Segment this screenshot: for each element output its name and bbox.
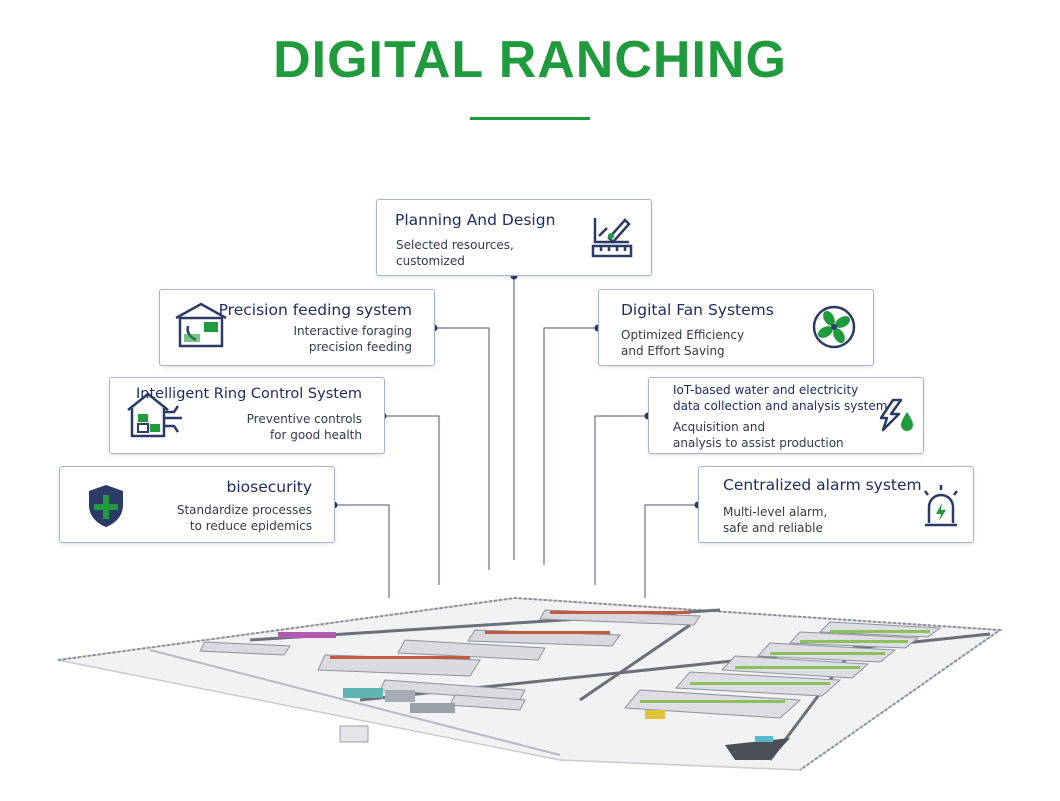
card-heading: Precision feeding system [218,301,412,319]
card-description-line1: Selected resources, [396,238,514,252]
card-description-line2: safe and reliable [723,521,823,535]
card-ring-control[interactable]: Intelligent Ring Control System Preventi… [109,377,385,454]
card-description-line1: Standardize processes [176,503,312,517]
pink-building [278,632,336,638]
card-biosecurity[interactable]: biosecurity Standardize processes to red… [59,466,335,543]
fan-icon [812,305,856,349]
card-description-line2: for good health [269,428,362,442]
card-heading-line2: data collection and analysis system [673,399,888,413]
card-heading: Digital Fan Systems [621,301,774,319]
card-heading: biosecurity [226,478,312,496]
card-heading: Planning And Design [395,211,556,229]
card-heading: Intelligent Ring Control System [136,386,362,402]
card-description-line2: analysis to assist production [673,436,844,450]
card-description-line1: Acquisition and [673,420,766,434]
card-centralized-alarm[interactable]: Centralized alarm system Multi-level ala… [698,466,974,543]
card-description-line1: Preventive controls [246,412,362,426]
card-heading-line1: IoT-based water and electricity [673,383,859,397]
barn-accents [330,611,690,659]
water-electricity-icon [879,398,913,432]
card-description-line1: Multi-level alarm, [723,505,828,519]
page-title: DIGITAL RANCHING [273,31,787,89]
facility-blocks [339,688,773,743]
card-description-line2: precision feeding [308,340,412,354]
shield-cross-icon [89,485,123,527]
card-planning-design[interactable]: Planning And Design Selected resources, … [376,199,652,276]
card-description-line1: Optimized Efficiency [621,328,745,342]
connector-lines [334,276,698,598]
smart-house-icon [127,392,182,438]
card-description-line2: customized [396,254,465,268]
barn-green-rows [640,630,930,703]
card-iot-water-electricity[interactable]: IoT-based water and electricity data col… [648,377,924,454]
card-description-line2: and Effort Saving [621,344,725,358]
card-description-line2: to reduce epidemics [189,519,312,533]
card-digital-fan[interactable]: Digital Fan Systems Optimized Efficiency… [598,289,874,366]
card-heading: Centralized alarm system [723,476,922,494]
card-description-line1: Interactive foraging [293,324,412,338]
card-precision-feeding[interactable]: Precision feeding system Interactive for… [159,289,435,366]
alarm-siren-icon [924,485,958,527]
planning-ruler-icon [591,218,633,258]
barn-feeding-icon [175,302,227,348]
title-underline [470,117,590,120]
